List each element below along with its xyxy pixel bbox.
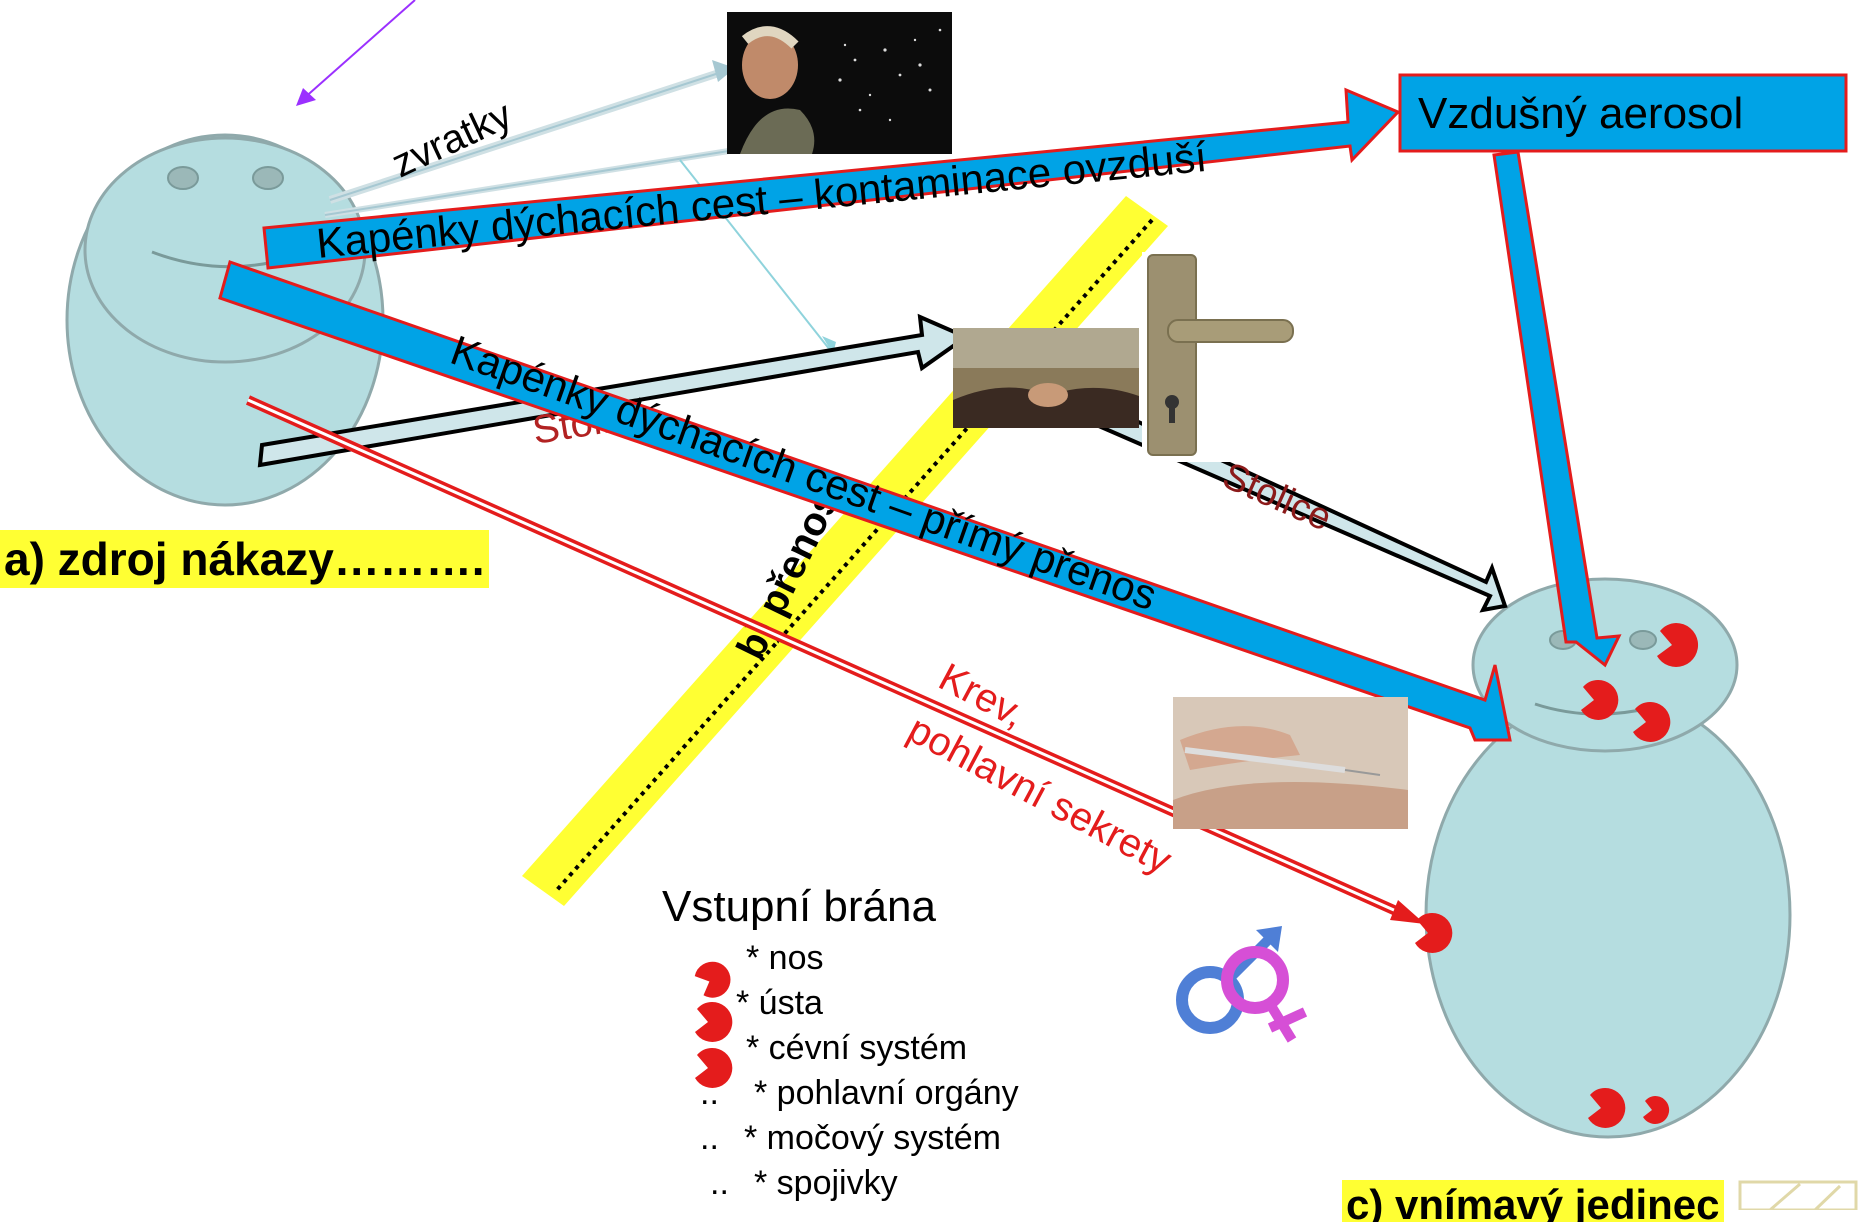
arrow-aerosol-down	[1492, 150, 1622, 668]
entry-gate-legend: Vstupní brána * nos * ústa * cévní systé…	[662, 882, 1019, 1202]
source-eye-right	[252, 166, 284, 190]
legend-item-text: * ústa	[736, 984, 823, 1022]
legend-item-text: * močový systém	[744, 1119, 1001, 1157]
aerosol-box: Vzdušný aerosol	[1398, 73, 1848, 153]
legend-item: .. * močový systém	[680, 1116, 1019, 1161]
legend-item: * ústa	[680, 981, 1019, 1026]
injection-photo	[1173, 697, 1408, 829]
legend-item: .. * pohlavní orgány	[680, 1071, 1019, 1116]
legend-item-text: * nos	[746, 939, 824, 977]
susceptible-body	[1424, 691, 1792, 1139]
label-vomit: zvratky	[385, 93, 518, 186]
label-source: a) zdroj nákazy……….	[0, 530, 489, 588]
susceptible-eye-right	[1629, 630, 1657, 650]
logo-partial	[1738, 1180, 1858, 1212]
legend-item-prefix: ..	[700, 1119, 719, 1157]
legend-title: Vstupní brána	[662, 882, 936, 931]
red-mouth-icon	[1633, 701, 1671, 742]
red-mouth-icon	[1643, 1095, 1670, 1124]
label-aerosol: Vzdušný aerosol	[1418, 89, 1743, 138]
red-mouth-icon	[695, 1047, 733, 1088]
red-mouth-icon	[1657, 622, 1699, 667]
label-stool-2: Stolice	[1216, 455, 1337, 540]
sneezing-man-photo	[727, 12, 952, 154]
purple-arrow	[296, 0, 416, 106]
label-susceptible: c) vnímavý jedinec	[1342, 1180, 1724, 1222]
legend-item-prefix: ..	[710, 1164, 729, 1202]
red-mouth-icon	[1588, 1087, 1626, 1128]
legend-item-text: * spojivky	[754, 1164, 898, 1202]
red-mouth-icon	[1581, 679, 1619, 720]
legend-mouths	[694, 961, 733, 1088]
gender-symbols-icon	[1176, 926, 1308, 1043]
door-handle-photo	[1142, 252, 1294, 462]
red-mouth-icon	[695, 1001, 733, 1042]
red-mouth-icon	[1415, 912, 1453, 953]
source-eye-left	[167, 166, 199, 190]
legend-item: * cévní systém	[680, 1026, 1019, 1071]
entry-mouths	[1415, 622, 1699, 1128]
legend-item-prefix: ..	[700, 1074, 719, 1112]
vomit-arrow	[324, 60, 836, 354]
legend-item-text: * pohlavní orgány	[754, 1074, 1019, 1112]
handshake-photo	[953, 328, 1139, 428]
legend-item: .. * spojivky	[680, 1161, 1019, 1206]
susceptible-person	[1424, 577, 1792, 1139]
legend-item-text: * cévní systém	[746, 1029, 968, 1067]
legend-item: * nos	[680, 936, 1019, 981]
red-mouth-icon	[694, 961, 731, 998]
